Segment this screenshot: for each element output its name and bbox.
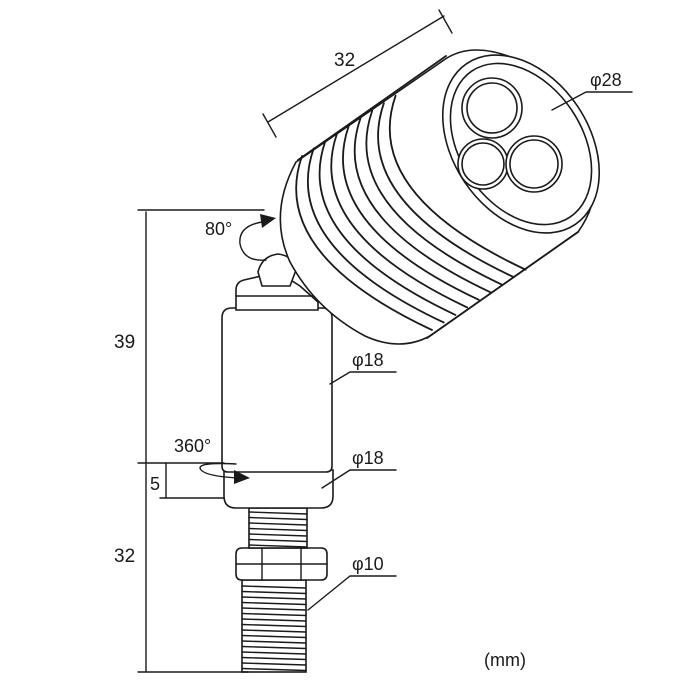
swivel-rotation-arrow — [199, 462, 250, 484]
rotation-label: 360° — [174, 436, 211, 456]
collar-diameter-label: φ18 — [352, 448, 384, 468]
rotating-collar — [223, 469, 334, 509]
thread-diameter-label: φ10 — [352, 554, 384, 574]
body-diameter-label: φ18 — [352, 350, 384, 370]
lamp-head — [279, 49, 601, 345]
tilt-angle-label: 80° — [205, 219, 232, 239]
hex-nut — [235, 547, 328, 581]
head-length-label: 32 — [334, 50, 355, 71]
lower-height-label: 32 — [114, 546, 135, 567]
head-diameter-label: φ28 — [590, 70, 622, 90]
collar-height-label: 5 — [150, 474, 160, 494]
tilt-rotation-arrow — [239, 214, 276, 261]
knuckle-joint — [235, 253, 319, 311]
upper-height-label: 39 — [114, 332, 135, 353]
body-cylinder — [221, 307, 333, 473]
upper-thread — [248, 507, 308, 549]
led-optics — [457, 77, 563, 193]
unit-note: (mm) — [484, 650, 526, 670]
threaded-stud — [241, 579, 307, 673]
